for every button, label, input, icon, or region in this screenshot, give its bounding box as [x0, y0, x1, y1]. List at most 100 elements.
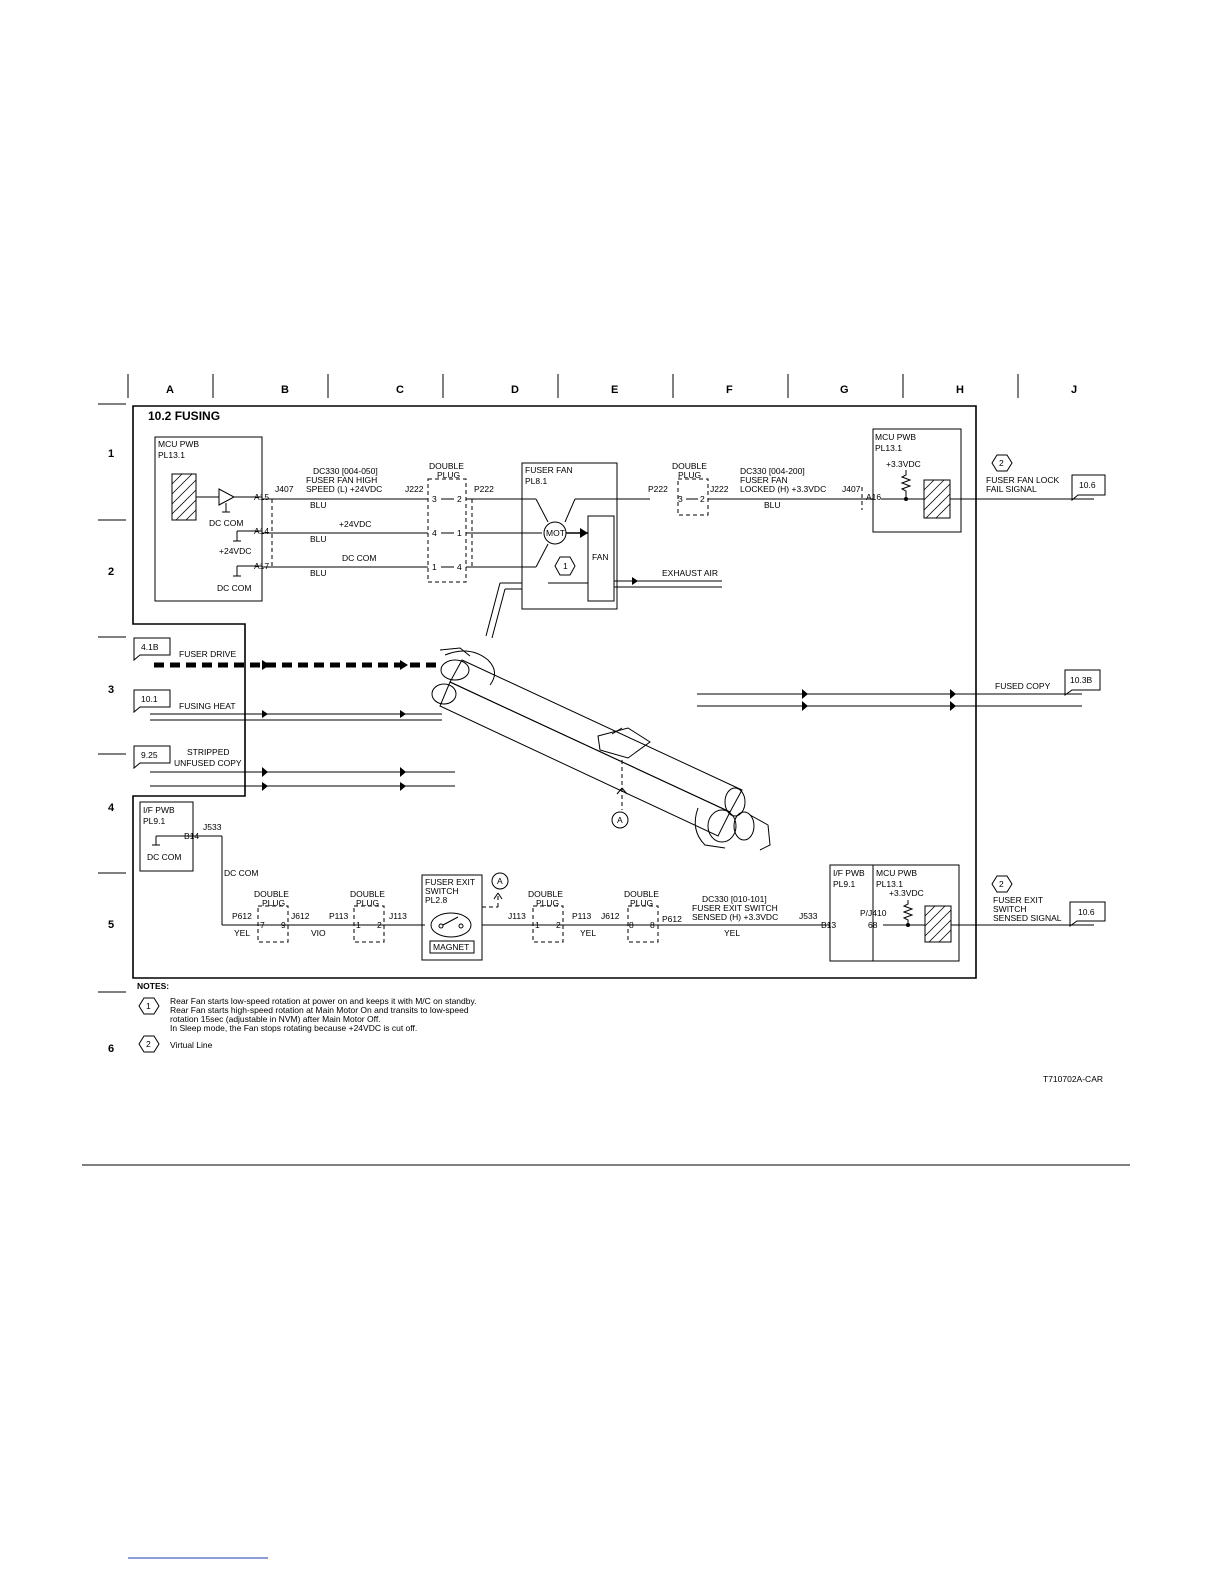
- svg-text:Rear Fan starts high-speed rot: Rear Fan starts high-speed rotation at M…: [170, 1005, 469, 1015]
- virtual-line-tag: [991, 454, 1013, 472]
- svg-text:FUSER FAN LOCK: FUSER FAN LOCK: [986, 475, 1060, 485]
- svg-text:DOUBLE: DOUBLE: [254, 889, 289, 899]
- svg-text:DC COM: DC COM: [224, 868, 258, 878]
- svg-text:4: 4: [457, 562, 462, 572]
- svg-text:1: 1: [563, 561, 568, 571]
- svg-text:2: 2: [146, 1039, 151, 1049]
- svg-text:rotation 15sec (adjustable in: rotation 15sec (adjustable in NVM) after…: [170, 1014, 381, 1024]
- row-grid: 1 2 3 4 5 6: [98, 403, 126, 1055]
- row-label: 4: [108, 802, 115, 814]
- svg-text:FUSING HEAT: FUSING HEAT: [179, 701, 236, 711]
- svg-text:2: 2: [999, 458, 1004, 468]
- svg-text:PL13.1: PL13.1: [875, 443, 902, 453]
- svg-text:DOUBLE: DOUBLE: [429, 461, 464, 471]
- note-tag: [554, 556, 576, 576]
- figure-id: T710702A-CAR: [1043, 1074, 1103, 1084]
- row-label: 3: [108, 684, 114, 696]
- svg-text:+24VDC: +24VDC: [339, 519, 371, 529]
- svg-text:FUSER EXIT: FUSER EXIT: [993, 895, 1043, 905]
- svg-text:BLU: BLU: [310, 568, 327, 578]
- row-label: 5: [108, 919, 114, 931]
- svg-text:DOUBLE: DOUBLE: [672, 461, 707, 471]
- column-label: G: [840, 384, 849, 396]
- svg-text:LOCKED (H) +3.3VDC: LOCKED (H) +3.3VDC: [740, 484, 826, 494]
- svg-text:I/F PWB: I/F PWB: [143, 805, 175, 815]
- svg-text:8: 8: [629, 920, 634, 930]
- svg-text:Rear Fan starts low-speed rota: Rear Fan starts low-speed rotation at po…: [170, 996, 476, 1006]
- svg-text:NOTES:: NOTES:: [137, 981, 169, 991]
- svg-text:SWITCH: SWITCH: [425, 886, 459, 896]
- column-label: D: [511, 384, 519, 396]
- svg-text:BLU: BLU: [764, 500, 781, 510]
- fuser-drive-input: 4.1B FUSER DRIVE: [133, 637, 440, 670]
- svg-text:4: 4: [432, 528, 437, 538]
- svg-text:P612: P612: [232, 911, 252, 921]
- fused-copy-output: FUSED COPY 10.3B: [697, 669, 1101, 711]
- fusing-heat-input: 10.1 FUSING HEAT: [133, 689, 442, 721]
- svg-text:10.6: 10.6: [1079, 480, 1096, 490]
- svg-text:2: 2: [377, 920, 382, 930]
- column-label: H: [956, 384, 964, 396]
- svg-text:DC330 [004-200]: DC330 [004-200]: [740, 466, 805, 476]
- svg-text:PL9.1: PL9.1: [143, 816, 165, 826]
- svg-text:MOT: MOT: [546, 528, 565, 538]
- svg-text:FUSER FAN: FUSER FAN: [525, 465, 573, 475]
- column-grid: A B C D E F G H J: [127, 374, 1077, 398]
- fuser-roll-assembly: A: [431, 647, 771, 851]
- svg-text:PLUG: PLUG: [630, 898, 653, 908]
- svg-text:P612: P612: [662, 914, 682, 924]
- diagram-frame: [132, 405, 977, 979]
- svg-text:A14: A14: [254, 526, 269, 536]
- svg-text:1: 1: [457, 528, 462, 538]
- svg-text:9.25: 9.25: [141, 750, 158, 760]
- svg-text:YEL: YEL: [724, 928, 740, 938]
- svg-text:2: 2: [999, 879, 1004, 889]
- fan-harness: J407 DC330 [004-050] FUSER FAN HIGH SPEE…: [262, 461, 542, 583]
- svg-text:DC330 [004-050]: DC330 [004-050]: [313, 466, 378, 476]
- svg-text:B14: B14: [184, 831, 199, 841]
- svg-text:SPEED (L) +24VDC: SPEED (L) +24VDC: [306, 484, 382, 494]
- svg-text:3: 3: [678, 494, 683, 504]
- column-label: A: [166, 384, 174, 396]
- svg-text:P113: P113: [572, 911, 591, 921]
- svg-text:68: 68: [868, 920, 878, 930]
- svg-text:P222: P222: [474, 484, 494, 494]
- svg-text:2: 2: [556, 920, 561, 930]
- diagram-title: 10.2 FUSING: [148, 409, 220, 423]
- svg-text:J533: J533: [203, 822, 222, 832]
- svg-text:J113: J113: [389, 911, 407, 921]
- row-label: 6: [108, 1043, 114, 1055]
- svg-text:J612: J612: [291, 911, 310, 921]
- svg-text:10.1: 10.1: [141, 694, 158, 704]
- fan-lock-signal: P222 DOUBLE PLUG 3 2 J222 DC330 [004-200…: [648, 428, 1106, 533]
- column-label: F: [726, 384, 733, 396]
- svg-text:DC COM: DC COM: [342, 553, 376, 563]
- svg-text:FAN: FAN: [592, 552, 609, 562]
- sensor-marker: A: [617, 815, 623, 825]
- svg-text:DC COM: DC COM: [209, 518, 243, 528]
- svg-text:FUSER FAN HIGH: FUSER FAN HIGH: [306, 475, 377, 485]
- svg-text:2: 2: [700, 494, 705, 504]
- svg-text:FUSER DRIVE: FUSER DRIVE: [179, 649, 236, 659]
- svg-text:Virtual Line: Virtual Line: [170, 1040, 213, 1050]
- svg-text:J222: J222: [710, 484, 729, 494]
- svg-text:DOUBLE: DOUBLE: [528, 889, 563, 899]
- svg-text:1: 1: [146, 1001, 151, 1011]
- svg-text:PLUG: PLUG: [437, 470, 460, 480]
- svg-text:1: 1: [535, 920, 540, 930]
- svg-text:P222: P222: [648, 484, 668, 494]
- svg-text:1: 1: [432, 562, 437, 572]
- svg-text:J113: J113: [508, 911, 526, 921]
- svg-text:1: 1: [356, 920, 361, 930]
- svg-text:A: A: [497, 876, 503, 886]
- svg-text:PL13.1: PL13.1: [876, 879, 903, 889]
- notes: NOTES: 1 Rear Fan starts low-speed rotat…: [137, 981, 476, 1053]
- buffer-symbol: [218, 488, 236, 506]
- svg-text:BLU: BLU: [310, 500, 327, 510]
- svg-text:YEL: YEL: [234, 928, 250, 938]
- fuser-fan: FUSER FAN PL8.1 MOT FAN 1 EXHAUST AIR: [485, 462, 722, 639]
- svg-text:MCU PWB: MCU PWB: [876, 868, 917, 878]
- column-label: B: [281, 384, 289, 396]
- svg-text:+24VDC: +24VDC: [219, 546, 251, 556]
